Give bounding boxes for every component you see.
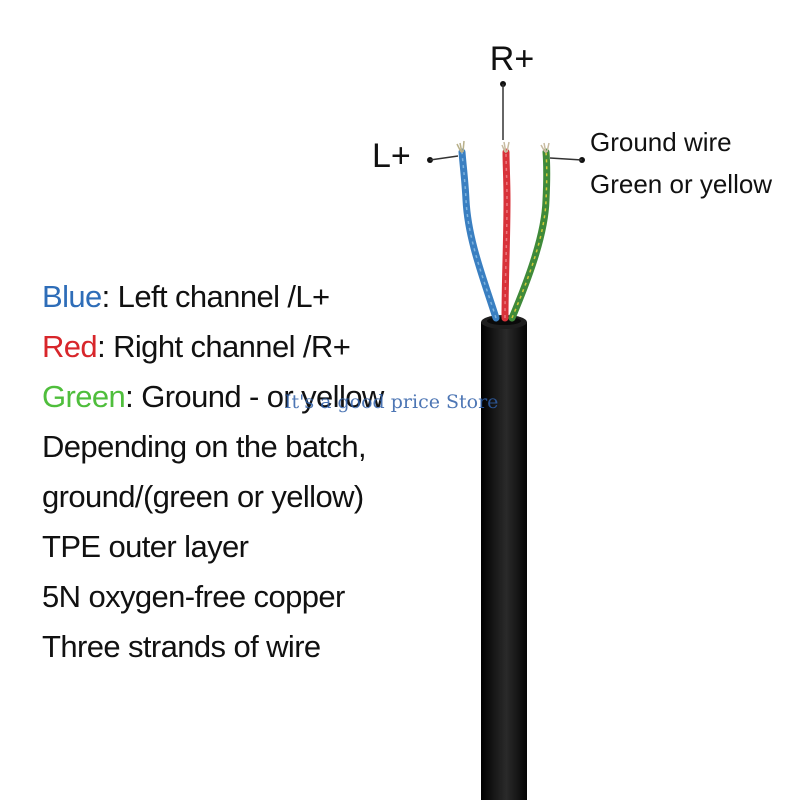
r-plus-callout: R+ xyxy=(490,40,534,140)
ground-callout: Ground wire Green or yellow xyxy=(549,127,772,199)
red-wire xyxy=(501,141,511,322)
l-plus-label: L+ xyxy=(372,137,411,175)
legend-green-name: Green xyxy=(42,379,126,414)
wire-legend: Blue: Left channel /L+ Red: Right channe… xyxy=(42,272,472,672)
legend-item-red: Red: Right channel /R+ xyxy=(42,322,472,372)
legend-green-desc: : Ground - or yellow xyxy=(125,379,384,414)
legend-blue-name: Blue xyxy=(42,279,102,314)
r-plus-label: R+ xyxy=(490,40,534,78)
legend-item-green: Green: Ground - or yellow xyxy=(42,372,472,422)
l-plus-callout: L+ xyxy=(372,137,459,175)
legend-line-strands: Three strands of wire xyxy=(42,629,321,664)
legend-red-name: Red xyxy=(42,329,98,364)
legend-line-ground: ground/(green or yellow) xyxy=(42,479,364,514)
legend-item-blue: Blue: Left channel /L+ xyxy=(42,272,472,322)
store-watermark: It's a good price Store xyxy=(284,391,499,413)
legend-blue-desc: : Left channel /L+ xyxy=(101,279,331,314)
ground-color-label: Green or yellow xyxy=(590,169,772,199)
legend-red-desc: : Right channel /R+ xyxy=(97,329,351,364)
outer-cable-jacket xyxy=(481,315,527,800)
green-wire xyxy=(508,142,551,322)
legend-line-batch: Depending on the batch, xyxy=(42,429,367,464)
ground-wire-label: Ground wire xyxy=(590,127,732,157)
legend-line-copper: 5N oxygen-free copper xyxy=(42,579,345,614)
blue-wire xyxy=(456,140,500,322)
legend-line-tpe: TPE outer layer xyxy=(42,529,249,564)
